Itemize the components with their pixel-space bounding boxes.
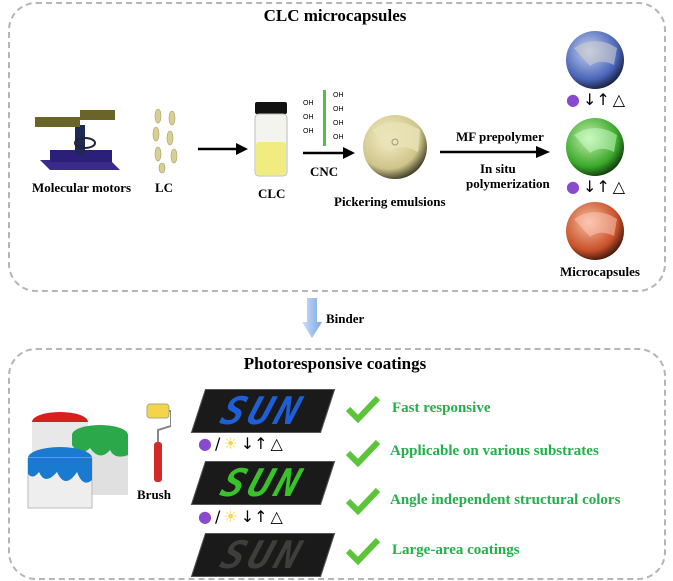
microcapsules-label: Microcapsules — [560, 264, 640, 279]
oh-group: OH — [303, 114, 314, 121]
in-situ-label: In situ — [480, 161, 516, 176]
checkmark-icon — [345, 439, 381, 468]
brush-label: Brush — [137, 487, 171, 502]
binder-label: Binder — [326, 311, 365, 326]
polymerization-label: polymerization — [466, 176, 550, 191]
uv-lamp-icon: ● — [566, 177, 580, 196]
paint-roller-icon — [146, 403, 171, 482]
switch-row: ● ↓↑ △ — [566, 178, 625, 196]
paint-buckets-icon — [27, 412, 128, 509]
slash: / — [214, 507, 221, 526]
coatings-panel — [8, 348, 666, 580]
uv-lamp-icon: ● — [198, 434, 212, 453]
heat-icon: △ — [270, 507, 283, 526]
lc-label: LC — [155, 180, 174, 195]
checkmark-icon — [345, 487, 381, 516]
clc-vial-icon — [254, 102, 288, 177]
sunlight-icon: ☀ — [223, 507, 238, 526]
oh-group: OH — [333, 134, 344, 141]
heat-icon: △ — [612, 177, 626, 196]
uv-lamp-icon: ● — [198, 507, 212, 526]
arrow-icon — [440, 146, 550, 158]
microcapsules-icon — [566, 31, 624, 260]
sun-coating-sample-2: SUN — [190, 461, 336, 505]
oh-group: OH — [333, 92, 344, 99]
oh-group: OH — [333, 120, 344, 127]
cnc-label: CNC — [310, 164, 339, 179]
feature-label: Large-area coatings — [392, 542, 520, 558]
slash: / — [214, 434, 221, 453]
lc-molecules-icon — [152, 108, 178, 174]
checkmark-icon — [345, 537, 381, 566]
down-arrow-icon — [302, 298, 322, 338]
feature-label: Applicable on various substrates — [390, 443, 599, 459]
checkmark-icon — [345, 395, 381, 424]
pickering-emulsions-label: Pickering emulsions — [334, 194, 446, 209]
sun-letters: SUN — [215, 389, 311, 433]
clc-label: CLC — [258, 186, 286, 201]
sun-letters: SUN — [215, 461, 311, 505]
feature-label: Fast responsive — [392, 400, 491, 416]
clc-panel — [8, 2, 666, 292]
switch-arrows: ↓↑ — [240, 434, 268, 453]
cnc-structure: OH OH OH OH OH OH OH — [301, 90, 353, 146]
feature-label: Angle independent structural colors — [390, 492, 621, 508]
oh-group: OH — [303, 100, 314, 107]
uv-lamp-icon: ● — [566, 90, 580, 109]
arrow-icon — [303, 147, 355, 159]
sun-coating-sample-3: SUN — [190, 533, 336, 577]
cnc-rod — [323, 90, 326, 146]
switch-row: ● ↓↑ △ — [566, 91, 625, 109]
oh-group: OH — [333, 106, 344, 113]
sunlight-icon: ☀ — [223, 434, 238, 453]
molecular-motor-icon — [35, 110, 120, 170]
mf-prepolymer-label: MF prepolymer — [456, 129, 544, 144]
heat-icon: △ — [270, 434, 283, 453]
sun-letters: SUN — [215, 533, 311, 577]
sun-coating-sample-1: SUN — [190, 389, 336, 433]
heat-icon: △ — [612, 90, 626, 109]
oh-group: OH — [303, 128, 314, 135]
pickering-emulsion-sphere-icon — [363, 115, 427, 179]
switch-arrows: ↓↑ — [240, 507, 268, 526]
molecular-motors-label: Molecular motors — [32, 180, 132, 195]
coatings-panel-title: Photoresponsive coatings — [243, 354, 427, 373]
switch-row: ● / ☀ ↓↑ △ — [198, 508, 283, 526]
arrow-icon — [198, 143, 248, 155]
switch-arrows: ↓↑ — [582, 90, 610, 109]
switch-arrows: ↓↑ — [582, 177, 610, 196]
clc-panel-title: CLC microcapsules — [263, 6, 407, 25]
switch-row: ● / ☀ ↓↑ △ — [198, 435, 283, 453]
